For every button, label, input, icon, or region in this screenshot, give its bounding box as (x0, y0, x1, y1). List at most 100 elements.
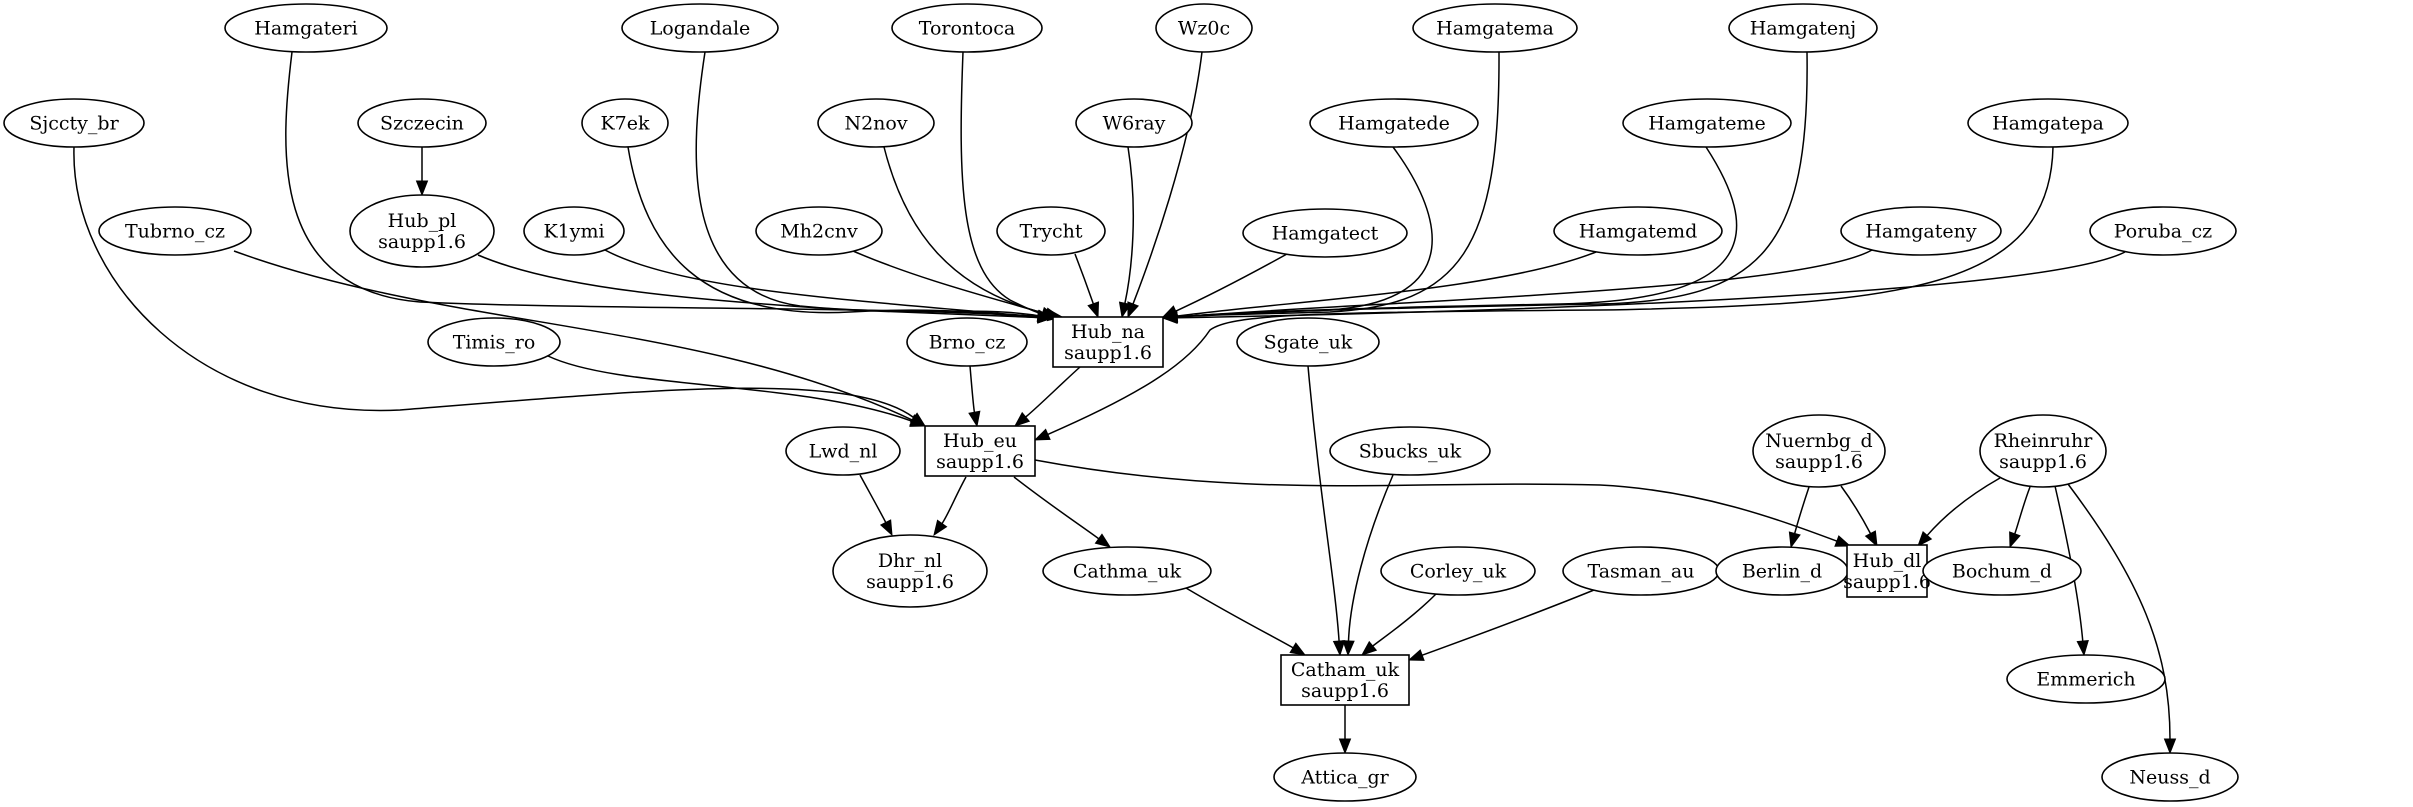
node-ellipse (755, 206, 883, 256)
edge-line (285, 51, 1039, 317)
node-hamgatemd[interactable]: Hamgatemd (1553, 206, 1723, 256)
node-ellipse (891, 3, 1043, 53)
edge-sbucks-uk-to-catham-uk (1342, 474, 1394, 657)
node-hamgateri[interactable]: Hamgateri (224, 3, 388, 53)
node-cathma-uk[interactable]: Cathma_uk (1042, 546, 1212, 596)
node-sbucks-uk[interactable]: Sbucks_uk (1329, 426, 1491, 476)
node-sjccty-br[interactable]: Sjccty_br (3, 98, 145, 148)
node-hamgatede[interactable]: Hamgatede (1309, 98, 1479, 148)
node-tubrno-cz[interactable]: Tubrno_cz (98, 206, 252, 256)
node-wz0c[interactable]: Wz0c (1155, 3, 1253, 53)
edge-hamgateny-to-hub-na (1161, 249, 1873, 324)
edge-hub-eu-to-hub-dl (1034, 459, 1852, 547)
node-hamgatect[interactable]: Hamgatect (1242, 208, 1408, 258)
edge-szczecin-to-hub-pl (415, 146, 429, 197)
edge-line (1034, 459, 1838, 542)
edge-line (859, 474, 887, 523)
node-ellipse (785, 426, 901, 476)
node-label: Cathma_uk (1073, 561, 1182, 583)
node-box (1846, 544, 1928, 598)
arrowhead-icon (1127, 301, 1140, 319)
arrowhead-icon (2009, 531, 2021, 549)
edge-line (1307, 365, 1340, 642)
node-box (1052, 316, 1164, 368)
node-lwd-nl[interactable]: Lwd_nl (785, 426, 901, 476)
node-label: Hub_eu (943, 430, 1017, 452)
node-label: Torontoca (919, 18, 1015, 40)
node-k1ymi[interactable]: K1ymi (523, 206, 625, 256)
edge-k1ymi-to-hub-na (604, 249, 1054, 323)
edge-line (1176, 146, 1738, 318)
node-label: Mh2cnv (780, 221, 858, 243)
node-ellipse (1967, 98, 2129, 148)
node-label: Bochum_d (1952, 561, 2052, 583)
edge-line (1840, 485, 1872, 534)
node-mh2cnv[interactable]: Mh2cnv (755, 206, 883, 256)
edge-line (969, 365, 976, 413)
node-ellipse (2101, 752, 2239, 802)
arrowhead-icon (415, 180, 429, 197)
node-k7ek[interactable]: K7ek (581, 98, 669, 148)
node-ellipse (832, 534, 988, 608)
node-label: Hamgatede (1338, 113, 1450, 135)
edge-line (2067, 483, 2171, 740)
node-emmerich[interactable]: Emmerich (2006, 654, 2166, 704)
edge-line (1347, 474, 1394, 642)
node-ellipse (2089, 206, 2237, 256)
node-label: Emmerich (2036, 669, 2135, 691)
arrowhead-icon (1834, 535, 1852, 547)
node-torontoca[interactable]: Torontoca (891, 3, 1043, 53)
node-ellipse (906, 317, 1028, 367)
node-ellipse (1412, 3, 1578, 53)
edge-line (627, 146, 1039, 319)
node-ellipse (1042, 546, 1212, 596)
node-logandale[interactable]: Logandale (621, 3, 779, 53)
node-label: Berlin_d (1742, 561, 1822, 583)
edge-line (1124, 146, 1135, 304)
node-tasman-au[interactable]: Tasman_au (1562, 546, 1720, 596)
arrowhead-icon (1118, 301, 1132, 319)
node-n2nov[interactable]: N2nov (817, 98, 935, 148)
arrowhead-icon (1338, 738, 1352, 755)
node-timis-ro[interactable]: Timis_ro (427, 317, 561, 367)
node-neuss-d[interactable]: Neuss_d (2101, 752, 2239, 802)
node-hamgateny[interactable]: Hamgateny (1840, 206, 2002, 256)
edge-hub-eu-to-dhr-nl (933, 476, 967, 537)
arrowhead-icon (909, 415, 927, 427)
node-szczecin[interactable]: Szczecin (357, 98, 487, 148)
node-attica-gr[interactable]: Attica_gr (1273, 752, 1417, 802)
node-hamgatepa[interactable]: Hamgatepa (1967, 98, 2129, 148)
node-brno-cz[interactable]: Brno_cz (906, 317, 1028, 367)
node-ellipse (1752, 414, 1886, 488)
node-label: Hamgatect (1272, 223, 1379, 245)
edge-rheinruhr-to-hub-dl (1917, 477, 2001, 548)
node-bochum-d[interactable]: Bochum_d (1922, 546, 2082, 596)
node-hamgatenj[interactable]: Hamgatenj (1728, 3, 1878, 53)
edge-line (1047, 146, 2054, 436)
arrowhead-icon (968, 410, 981, 428)
node-poruba-cz[interactable]: Poruba_cz (2089, 206, 2237, 256)
node-berlin-d[interactable]: Berlin_d (1715, 546, 1849, 596)
node-w6ray[interactable]: W6ray (1075, 98, 1193, 148)
node-hamgateme[interactable]: Hamgateme (1622, 98, 1792, 148)
node-sublabel: saupp1.6 (1999, 451, 2087, 473)
node-corley-uk[interactable]: Corley_uk (1380, 546, 1536, 596)
edge-tasman-au-to-catham-uk (1407, 589, 1595, 661)
arrowhead-icon (1094, 533, 1112, 548)
node-trycht[interactable]: Trycht (996, 206, 1106, 256)
node-ellipse (1922, 546, 2082, 596)
node-label: Catham_uk (1291, 659, 1400, 681)
node-hamgatema[interactable]: Hamgatema (1412, 3, 1578, 53)
node-label: Sbucks_uk (1359, 441, 1462, 463)
node-sgate-uk[interactable]: Sgate_uk (1236, 317, 1380, 367)
edges-layer (73, 51, 2177, 755)
node-label: Hamgatepa (1992, 113, 2104, 135)
